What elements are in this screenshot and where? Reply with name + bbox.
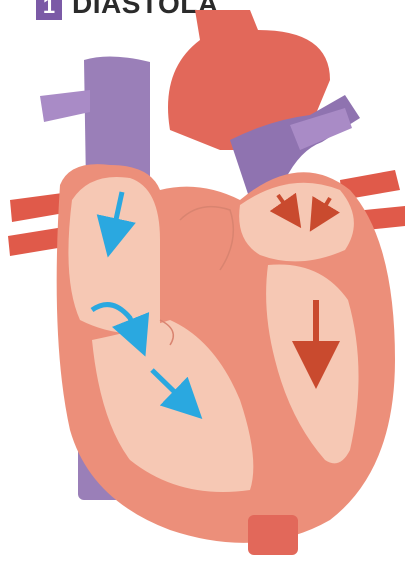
vena-cava-branch <box>40 90 90 122</box>
right-atrium <box>68 177 160 333</box>
descending-vessel <box>248 515 298 555</box>
